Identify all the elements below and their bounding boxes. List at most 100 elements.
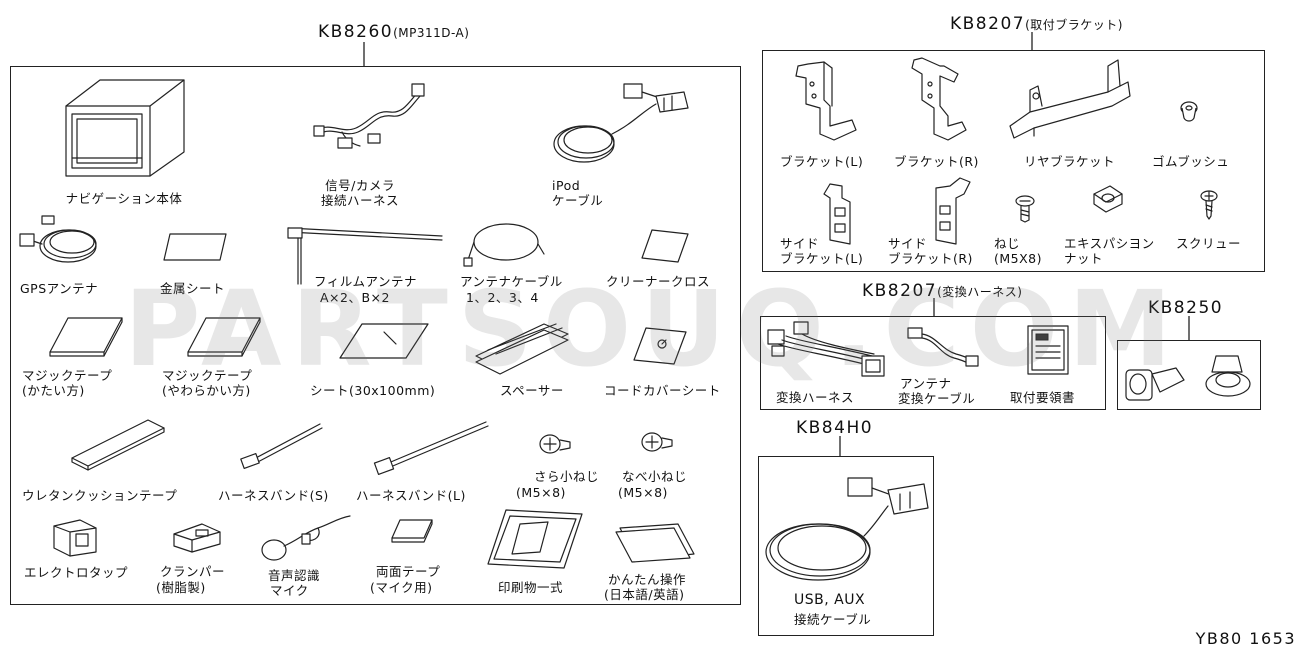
screw-label-2: (M5X8) (994, 251, 1043, 266)
harness-band-l-label: ハーネスバンド(L) (356, 488, 466, 503)
magic-tape-soft-label-1: マジックテープ (162, 368, 253, 383)
screw-tap-drawing (1198, 190, 1220, 220)
install-guide-label: 取付要領書 (1010, 390, 1076, 405)
rubber-bush-drawing (1178, 100, 1200, 124)
screw-label-1: ねじ (994, 236, 1021, 251)
group-code: KB84H0 (796, 418, 874, 438)
ipod-cable-label-2: ケーブル (552, 193, 604, 208)
side-bracket-l-drawing (822, 182, 856, 246)
printed-set-label: 印刷物一式 (498, 580, 564, 595)
group-box-kb84h0 (758, 456, 934, 636)
side-bracket-r-label-1: サイド (888, 236, 928, 251)
install-guide-drawing (1026, 324, 1070, 376)
usb-aux-cable-drawing (764, 466, 932, 584)
urethane-tape-label: ウレタンクッションテープ (22, 488, 178, 503)
rear-bracket-label: リヤブラケット (1024, 154, 1116, 169)
conv-harness-drawing (764, 320, 890, 386)
clamper-label-2: (樹脂製) (156, 580, 206, 595)
cord-cover-label: コードカバーシート (604, 383, 721, 398)
nav-unit-drawing (60, 76, 186, 178)
group-code: KB8250 (1148, 298, 1224, 318)
voice-mic-drawing (258, 512, 354, 564)
antenna-conv-label-2: 変換ケーブル (898, 391, 976, 406)
magic-tape-soft-label-2: (やわらかい方) (162, 383, 251, 398)
flat-screw-drawing (538, 430, 572, 458)
group-box-kb8260 (10, 66, 741, 605)
pan-screw-drawing (640, 428, 674, 456)
bracket-l-drawing (790, 60, 860, 146)
rubber-bush-label: ゴムブッシュ (1152, 154, 1230, 169)
metal-sheet-drawing (162, 232, 228, 262)
ipod-cable-label-1: iPod (552, 178, 581, 193)
voice-mic-label-1: 音声認識 (268, 568, 321, 583)
signal-harness-drawing (312, 82, 426, 154)
group-box-kb8207-bracket (762, 50, 1265, 272)
double-tape-label-1: 両面テープ (376, 564, 441, 579)
magic-tape-hard-drawing (48, 316, 124, 358)
harness-band-s-label: ハーネスバンド(S) (218, 488, 329, 503)
double-tape-drawing (390, 518, 434, 544)
electro-tap-drawing (50, 518, 102, 558)
side-bracket-l-label-1: サイド (780, 236, 820, 251)
magic-tape-hard-label-1: マジックテープ (22, 368, 113, 383)
pan-screw-label-1: なべ小ねじ (622, 469, 688, 484)
antenna-conv-drawing (906, 326, 982, 370)
double-tape-label-2: (マイク用) (370, 580, 433, 595)
side-bracket-r-drawing (930, 176, 974, 246)
gps-antenna-drawing (18, 214, 102, 266)
kb8250-parts-drawing (1124, 354, 1254, 404)
group-code: KB8207 (950, 14, 1026, 34)
antenna-cable-drawing (462, 220, 550, 270)
metal-sheet-label: 金属シート (160, 281, 226, 296)
usb-aux-label-1: USB, AUX (794, 592, 866, 608)
group-note: (取付ブラケット) (1025, 18, 1123, 32)
film-antenna-label-1: フィルムアンテナ (314, 274, 418, 289)
group-title-kb84h0: KB84H0 (796, 418, 873, 438)
easy-guide-drawing (614, 522, 696, 564)
printed-set-drawing (486, 508, 584, 570)
group-code: KB8207 (862, 281, 938, 301)
film-antenna-label-2: A×2、B×2 (320, 290, 390, 305)
signal-harness-label-2: 接続ハーネス (320, 193, 400, 208)
bracket-r-drawing (900, 56, 972, 146)
magic-tape-soft-drawing (186, 316, 262, 358)
diagram-code: YB80 1653 (1195, 629, 1296, 648)
screw-tap-label: スクリュー (1176, 236, 1242, 251)
harness-band-s-drawing (238, 420, 324, 472)
spacer-drawing (474, 320, 570, 376)
antenna-cable-label-2: 1、2、3、4 (466, 290, 539, 305)
urethane-tape-drawing (70, 418, 166, 472)
bracket-r-label: ブラケット(R) (894, 154, 979, 169)
spacer-label: スペーサー (500, 383, 564, 398)
flat-screw-label-1: さら小ねじ (534, 469, 600, 484)
group-box-kb8250 (1117, 340, 1261, 410)
clamper-drawing (172, 520, 222, 554)
pan-screw-label-2: (M5×8) (618, 485, 668, 500)
group-title-kb8207-harness: KB8207(変換ハーネス) (862, 281, 1022, 301)
cord-cover-drawing (632, 326, 688, 366)
expansion-nut-label-1: エキスパシヨン (1064, 236, 1155, 251)
group-code: KB8260 (318, 22, 394, 42)
harness-band-l-drawing (372, 418, 490, 478)
antenna-cable-label-1: アンテナケーブル (460, 274, 563, 289)
ipod-cable-drawing (552, 78, 698, 170)
side-bracket-l-label-2: ブラケット(L) (780, 251, 864, 266)
film-antenna-drawing (284, 224, 444, 288)
flat-screw-label-2: (M5×8) (516, 485, 566, 500)
gps-antenna-label: GPSアンテナ (20, 281, 99, 296)
screw-drawing (1014, 194, 1036, 224)
bracket-l-label: ブラケット(L) (780, 154, 864, 169)
group-title-kb8207-bracket: KB8207(取付ブラケット) (950, 14, 1123, 34)
rear-bracket-drawing (1008, 56, 1132, 142)
usb-aux-label-2: 接続ケーブル (794, 612, 872, 627)
group-title-kb8250: KB8250 (1148, 298, 1223, 318)
electro-tap-label: エレクトロタップ (24, 565, 129, 580)
sheet-label: シート(30x100mm) (310, 383, 436, 398)
easy-guide-label-1: かんたん操作 (608, 572, 687, 587)
antenna-conv-label-1: アンテナ (900, 376, 952, 391)
magic-tape-hard-label-2: (かたい方) (22, 383, 85, 398)
conv-harness-label: 変換ハーネス (776, 390, 855, 405)
group-title-kb8260: KB8260(MP311D-A) (318, 22, 469, 42)
sheet-drawing (338, 322, 430, 360)
